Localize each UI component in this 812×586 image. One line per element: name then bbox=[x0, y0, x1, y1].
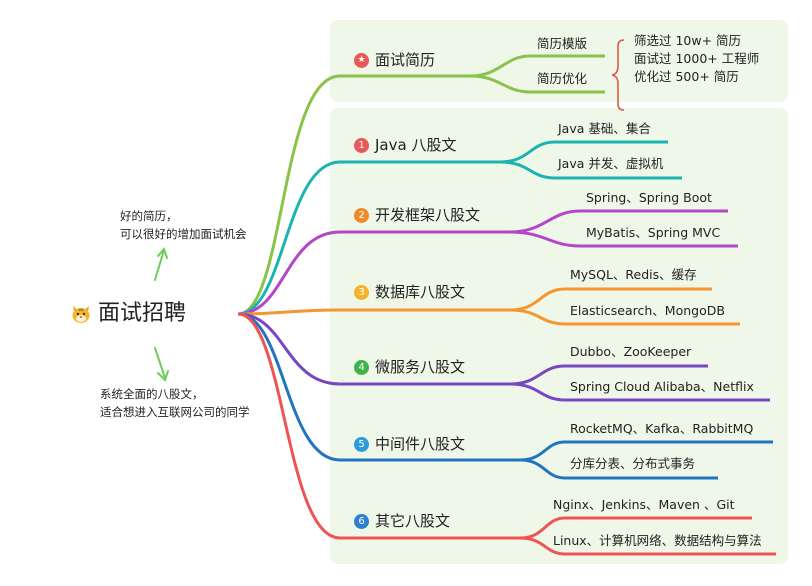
leaf-spring-cloud[interactable]: Spring Cloud Alibaba、Netflix bbox=[570, 379, 754, 394]
interview-note-line1: 系统全面的八股文， bbox=[100, 387, 204, 401]
tiger-icon bbox=[70, 303, 92, 325]
leaf-resume-optimize[interactable]: 简历优化 bbox=[537, 71, 588, 86]
leaf-mybatis[interactable]: MyBatis、Spring MVC bbox=[586, 225, 721, 240]
arrow-down-icon bbox=[154, 347, 169, 382]
number-1-icon: 1 bbox=[354, 138, 369, 153]
root-node[interactable]: 面试招聘 bbox=[70, 303, 186, 325]
leaf-spring[interactable]: Spring、Spring Boot bbox=[586, 190, 712, 205]
branch-framework[interactable]: 2 开发框架八股文 bbox=[354, 208, 480, 223]
leaf-sharding[interactable]: 分库分表、分布式事务 bbox=[570, 456, 696, 471]
branch-label: 中间件八股文 bbox=[375, 435, 466, 453]
branch-java[interactable]: 1 Java 八股文 bbox=[354, 138, 456, 153]
number-3-icon: 3 bbox=[354, 285, 369, 300]
leaf-java-basics[interactable]: Java 基础、集合 bbox=[558, 121, 651, 136]
branch-label: 开发框架八股文 bbox=[375, 206, 481, 224]
branch-label: 数据库八股文 bbox=[375, 283, 466, 301]
connector-database bbox=[237, 308, 510, 316]
number-5-icon: 5 bbox=[354, 437, 369, 452]
resume-detail-1: 筛选过 10w+ 简历 bbox=[634, 33, 742, 48]
resume-note-line1: 好的简历， bbox=[120, 209, 178, 223]
leaf-mq[interactable]: RocketMQ、Kafka、RabbitMQ bbox=[570, 421, 754, 436]
leaf-mysql[interactable]: MySQL、Redis、缓存 bbox=[570, 267, 697, 282]
connector-microservice bbox=[237, 312, 510, 386]
branch-label: Java 八股文 bbox=[375, 136, 457, 154]
branch-label: 微服务八股文 bbox=[375, 358, 466, 376]
branch-middleware[interactable]: 5 中间件八股文 bbox=[354, 437, 465, 452]
root-title: 面试招聘 bbox=[98, 301, 187, 326]
leaf-resume-template[interactable]: 简历模版 bbox=[537, 36, 588, 51]
connector-java bbox=[237, 160, 500, 316]
details-brace bbox=[611, 39, 625, 111]
branch-label: 其它八股文 bbox=[375, 512, 451, 530]
branch-label: 面试简历 bbox=[375, 51, 436, 69]
number-6-icon: 6 bbox=[354, 514, 369, 529]
leaf-dubbo[interactable]: Dubbo、ZooKeeper bbox=[570, 344, 692, 359]
resume-detail-2: 面试过 1000+ 工程师 bbox=[634, 51, 760, 66]
leaf-devops[interactable]: Nginx、Jenkins、Maven 、Git bbox=[553, 497, 735, 512]
interview-panel bbox=[330, 108, 788, 564]
branch-database[interactable]: 3 数据库八股文 bbox=[354, 285, 465, 300]
resume-note-line2: 可以很好的增加面试机会 bbox=[120, 226, 247, 241]
branch-resume[interactable]: ★ 面试简历 bbox=[354, 53, 435, 68]
number-2-icon: 2 bbox=[354, 208, 369, 223]
leaf-java-concurrency[interactable]: Java 并发、虚拟机 bbox=[558, 156, 664, 171]
connector-framework bbox=[237, 230, 510, 316]
connector-others bbox=[237, 312, 520, 540]
resume-detail-3: 优化过 500+ 简历 bbox=[634, 69, 739, 84]
star-icon: ★ bbox=[354, 53, 369, 68]
branch-microservice[interactable]: 4 微服务八股文 bbox=[354, 360, 465, 375]
connector-middleware bbox=[237, 312, 520, 462]
number-4-icon: 4 bbox=[354, 360, 369, 375]
resume-note: 好的简历， 可以很好的增加面试机会 bbox=[120, 208, 247, 244]
interview-note: 系统全面的八股文， 适合想进入互联网公司的同学 bbox=[100, 386, 250, 422]
interview-note-line2: 适合想进入互联网公司的同学 bbox=[100, 404, 250, 419]
arrow-up-icon bbox=[154, 247, 168, 281]
connector-resume bbox=[237, 74, 470, 316]
branch-others[interactable]: 6 其它八股文 bbox=[354, 514, 450, 529]
leaf-cs-basics[interactable]: Linux、计算机网络、数据结构与算法 bbox=[553, 533, 762, 548]
leaf-elasticsearch[interactable]: Elasticsearch、MongoDB bbox=[570, 303, 725, 318]
resume-panel bbox=[330, 20, 788, 102]
